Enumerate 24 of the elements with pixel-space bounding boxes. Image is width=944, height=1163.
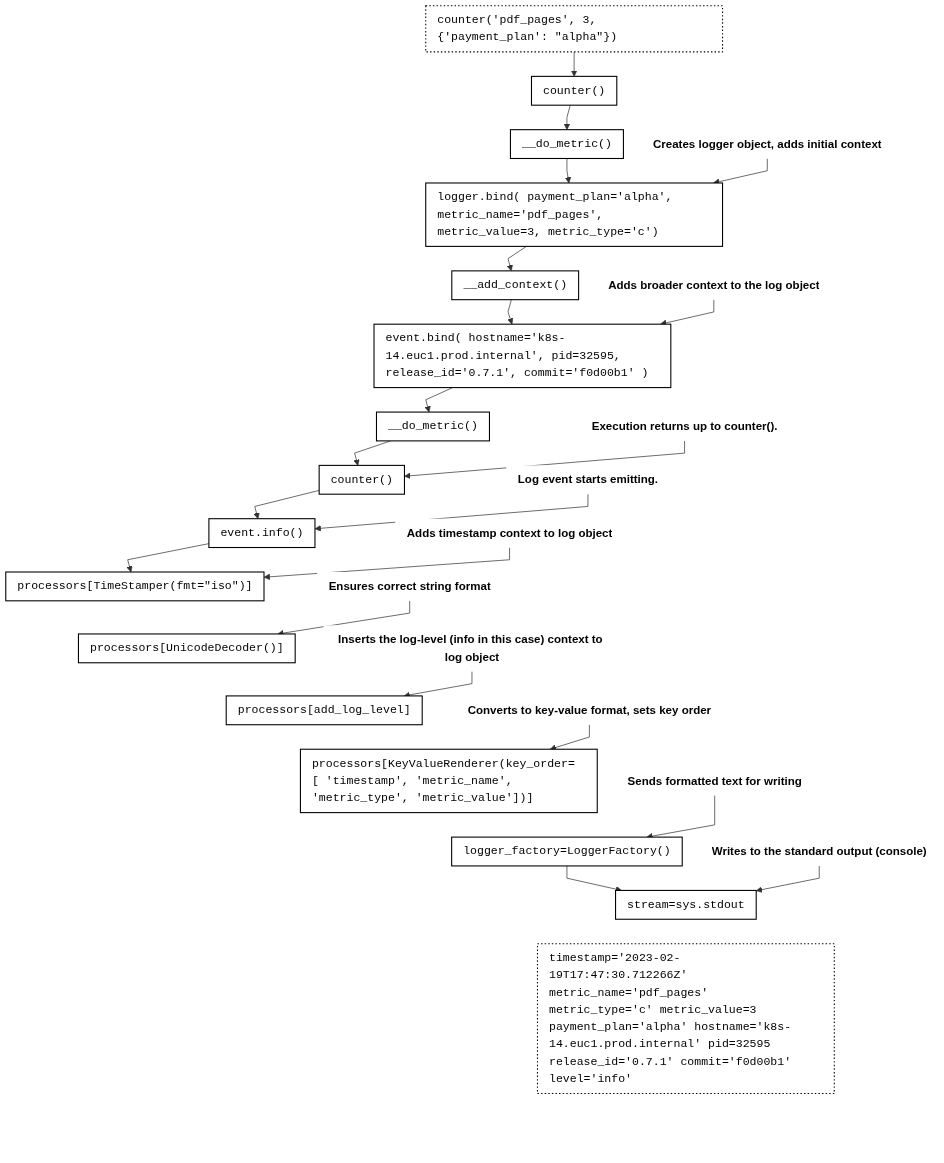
node-box: processors[TimeStamper(fmt="iso")] xyxy=(5,571,265,602)
node-text: Execution returns up to counter(). xyxy=(591,420,778,433)
node-box: __add_context() xyxy=(451,270,580,301)
node-box: event.info() xyxy=(208,518,316,549)
node-text: Adds broader context to the log object xyxy=(608,278,820,292)
node-box: processors[UnicodeDecoder()] xyxy=(77,633,296,664)
node-box: processors[add_log_level] xyxy=(225,695,423,726)
node-text: Ensures correct string format xyxy=(328,579,491,593)
node-box: counter('pdf_pages', 3, {'payment_plan': "alpha"}) xyxy=(425,5,724,53)
node-text: Inserts the log-level (info in this case) context to log object xyxy=(338,633,603,663)
node-box: __do_metric() xyxy=(509,129,624,160)
node-text: Converts to key-value format, sets key order xyxy=(467,703,712,717)
node-text: Creates logger object, adds initial context xyxy=(652,137,882,150)
node-text: Writes to the standard output (console) xyxy=(711,845,927,858)
node-box: __do_metric() xyxy=(375,411,490,442)
node-box: logger.bind( payment_plan='alpha', metric_name='pdf_pages', metric_value=3, metric_type='c') xyxy=(425,182,724,247)
node-box: timestamp='2023-02-19T17:47:30.712266Z' metric_name='pdf_pages' metric_type='c' metric_value=3 payment_plan='alpha' hostname='k8s-14.euc1.prod.internal' pid=32595 release_id='0.7.1' commit='f0d00b1' level='info' xyxy=(536,943,835,1095)
node-box: counter() xyxy=(318,464,405,495)
node-box: processors[KeyValueRenderer(key_order=[ 'timestamp', 'metric_name', 'metric_type', 'metric_value'])] xyxy=(299,748,598,814)
node-box: event.bind( hostname='k8s-14.euc1.prod.internal', pid=32595, release_id='0.7.1', commit='f0d00b1' ) xyxy=(373,323,672,389)
node-box: logger_factory=LoggerFactory() xyxy=(451,836,683,867)
node-text: Sends formatted text for writing xyxy=(627,774,802,787)
node-box: stream=sys.stdout xyxy=(615,889,757,920)
node-box: counter() xyxy=(530,75,618,106)
